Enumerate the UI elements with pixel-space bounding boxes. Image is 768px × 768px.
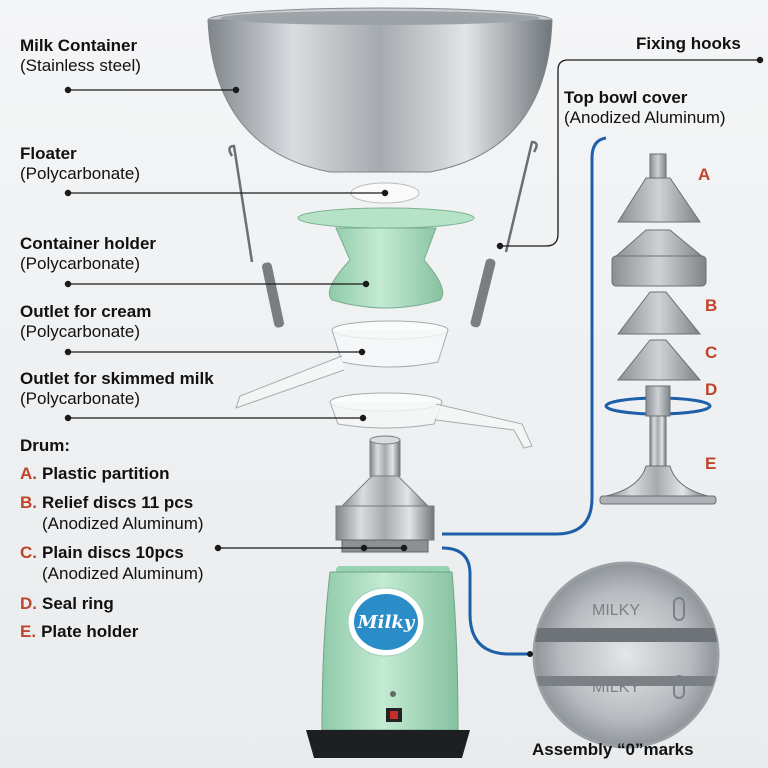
drum-item-text: Seal ring [42, 594, 114, 613]
separator-base: Milky [306, 566, 470, 758]
label-material: (Polycarbonate) [20, 253, 141, 273]
label-assembly-marks: Assembly “0”marks [532, 740, 694, 760]
outlet-skimmed-spout [329, 392, 533, 449]
label-outlet-skimmed: Outlet for skimmed milk (Polycarbonate) [20, 369, 214, 408]
drum-item-d: D. Seal ring [20, 594, 114, 614]
part-letter-a: A [698, 165, 711, 184]
part-d-seal-ring [604, 385, 712, 417]
label-title: Fixing hooks [636, 34, 741, 53]
drum-item-key: E. [20, 622, 37, 641]
drum-item-c: C. Plain discs 10pcs [20, 543, 184, 563]
drum-item-b-material: (Anodized Aluminum) [42, 514, 204, 533]
drum-item-key: A. [20, 464, 37, 483]
part-letter-d: D [705, 380, 718, 399]
label-material: (Stainless steel) [20, 55, 141, 75]
part-letter-e: E [705, 454, 717, 473]
label-title: Container holder [20, 234, 157, 253]
drum-item-text: Relief discs 11 pcs [42, 493, 194, 512]
label-milk-container: Milk Container (Stainless steel) [20, 36, 141, 75]
milk-container-bowl [207, 7, 553, 173]
container-holder [297, 207, 475, 309]
part-letter-b: B [705, 296, 718, 315]
brand-logo-text: Milky [357, 612, 416, 633]
leader-lines [64, 56, 764, 552]
assembly-marks-zoom: MILKY MILKY [532, 561, 720, 749]
label-title: Outlet for skimmed milk [20, 369, 214, 388]
fixing-hook-right [470, 140, 538, 328]
label-material: (Polycarbonate) [20, 163, 141, 183]
drum-item-text: Plate holder [41, 622, 139, 641]
label-outlet-cream: Outlet for cream (Polycarbonate) [20, 302, 151, 341]
blue-callouts [441, 136, 607, 656]
zoom-mark-top: MILKY [592, 602, 640, 619]
zoom-mark-bottom: MILKY [592, 679, 640, 696]
drum-item-text: Plain discs 10pcs [42, 543, 184, 562]
drum-item-c-material: (Anodized Aluminum) [42, 564, 204, 583]
outlet-cream-spout [235, 320, 449, 409]
label-floater: Floater (Polycarbonate) [20, 144, 140, 183]
fixing-hook-left [228, 144, 285, 328]
label-fixing-hooks: Fixing hooks [636, 34, 741, 54]
part-e-plate-holder [599, 415, 717, 505]
part-c-plain-discs [616, 339, 702, 381]
part-a-plastic-partition [617, 153, 701, 223]
drum-item-key: B. [20, 493, 37, 512]
label-material: (Anodized Aluminum) [564, 107, 726, 127]
label-title: Top bowl cover [564, 88, 688, 107]
label-material: (Polycarbonate) [20, 388, 141, 408]
drum-heading: Drum: [20, 436, 71, 455]
label-title: Outlet for cream [20, 302, 152, 321]
drum-assembled [335, 435, 435, 553]
part-b-relief-discs [611, 229, 707, 335]
label-top-bowl-cover: Top bowl cover (Anodized Aluminum) [564, 88, 726, 127]
label-title: Floater [20, 144, 77, 163]
drum-item-b: B. Relief discs 11 pcs [20, 493, 193, 513]
drum-item-key: C. [20, 543, 37, 562]
drum-item-a: A. Plastic partition [20, 464, 170, 484]
part-letter-c: C [705, 343, 718, 362]
label-title: Assembly “0”marks [532, 740, 694, 759]
label-material: (Polycarbonate) [20, 321, 141, 341]
label-title: Milk Container [20, 36, 138, 55]
drum-item-text: Plastic partition [42, 464, 170, 483]
label-container-holder: Container holder (Polycarbonate) [20, 234, 156, 273]
drum-item-e: E.Plate holder [20, 622, 138, 642]
drum-item-key: D. [20, 594, 37, 613]
zoom-callout-dot [527, 651, 533, 657]
